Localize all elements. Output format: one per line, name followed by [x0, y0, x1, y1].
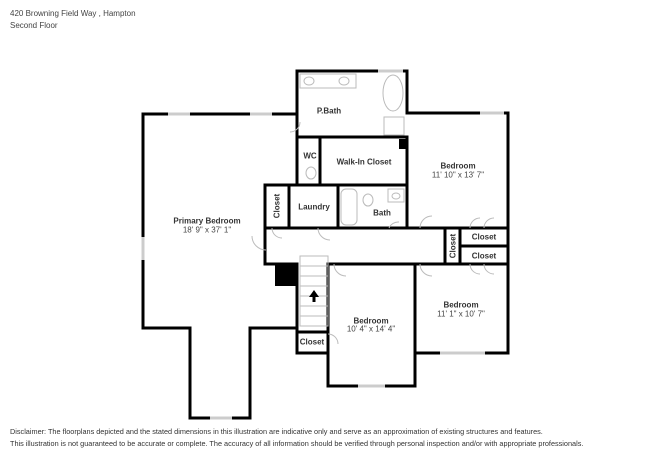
room-label-bath: Bath	[373, 208, 391, 218]
floor-title: Second Floor	[10, 21, 58, 30]
room-dimensions-bedroom-se: 11' 1" x 10' 7"	[437, 309, 485, 319]
room-dimensions-primary-bedroom: 18' 9" x 37' 1"	[182, 225, 232, 235]
disclaimer-line-1: Disclaimer: The floorplans depicted and …	[10, 427, 543, 436]
solid-blocks	[275, 139, 407, 286]
room-label-closet-ne-lower: Closet	[471, 251, 497, 261]
fixtures	[251, 73, 495, 345]
room-label-bedroom-se: Bedroom	[443, 300, 479, 310]
room-label-closet-stair: Closet	[299, 337, 325, 347]
room-label-closet-hall-left: Closet	[272, 193, 282, 219]
room-dimensions-bedroom-ne: 11' 10" x 13' 7"	[431, 170, 485, 180]
stair-up-arrow-icon	[309, 290, 319, 302]
windows	[141, 69, 504, 420]
address-title: 420 Browning Field Way , Hampton	[10, 9, 136, 18]
room-label-bedroom-ne: Bedroom	[440, 161, 476, 171]
room-label-closet-ne-upper: Closet	[471, 232, 497, 242]
room-label-bedroom-center: Bedroom	[353, 316, 389, 326]
room-label-primary-bedroom: Primary Bedroom	[173, 216, 241, 226]
room-label-p-bath: P.Bath	[316, 106, 342, 116]
room-label-walk-in-closet: Walk-In Closet	[336, 157, 392, 167]
room-label-wc: WC	[303, 151, 317, 161]
room-dimensions-bedroom-center: 10' 4" x 14' 4"	[346, 324, 396, 334]
room-label-laundry: Laundry	[298, 202, 330, 212]
room-label-closet-hall-right: Closet	[448, 233, 458, 259]
disclaimer-line-2: This illustration is not guaranteed to b…	[10, 439, 584, 448]
walls	[141, 69, 510, 420]
